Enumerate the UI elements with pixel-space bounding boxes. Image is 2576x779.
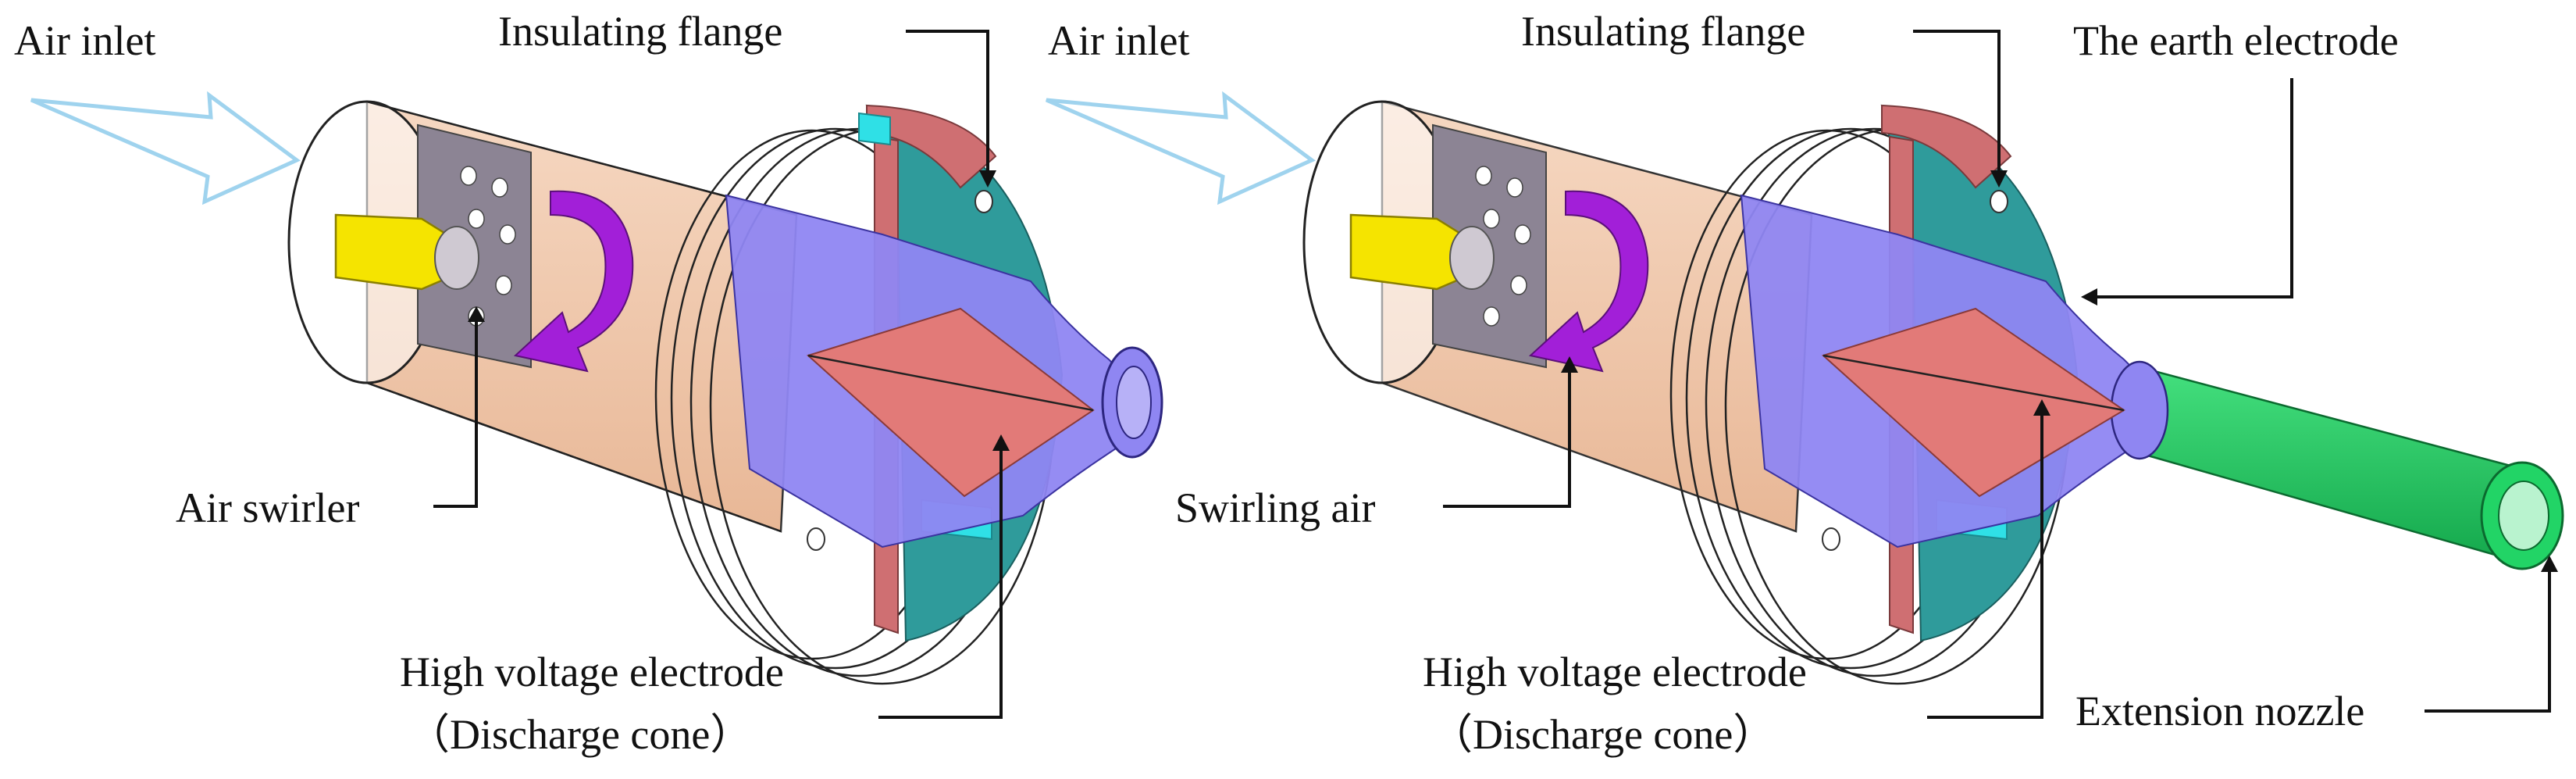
right-swirl-arrow (1528, 190, 1649, 373)
right-label-air-inlet: Air inlet (1048, 17, 1189, 64)
right-label-swirling-air: Swirling air (1175, 484, 1375, 531)
right-air-inlet-arrow (1046, 91, 1316, 205)
left-label-hv-electrode-line2: （Discharge cone） (408, 711, 752, 758)
right-label-hv-electrode-line1: High voltage electrode (1423, 649, 1807, 695)
right-label-hv-electrode-line2: （Discharge cone） (1431, 711, 1775, 758)
left-label-hv-electrode-line1: High voltage electrode (400, 649, 784, 695)
left-label-insulating-flange: Insulating flange (498, 8, 782, 55)
right-device (1046, 91, 2564, 685)
left-swirl-arrow (513, 190, 634, 373)
left-device (30, 91, 1163, 685)
left-label-air-swirler: Air swirler (176, 484, 359, 531)
right-extension-nozzle (2138, 366, 2524, 564)
left-air-inlet-arrow (30, 91, 301, 205)
leader-lines (433, 30, 2558, 719)
right-label-extension-nozzle: Extension nozzle (2075, 688, 2364, 734)
left-label-air-inlet: Air inlet (14, 17, 155, 64)
right-label-earth-electrode: The earth electrode (2073, 17, 2399, 64)
right-label-insulating-flange: Insulating flange (1521, 8, 1805, 55)
